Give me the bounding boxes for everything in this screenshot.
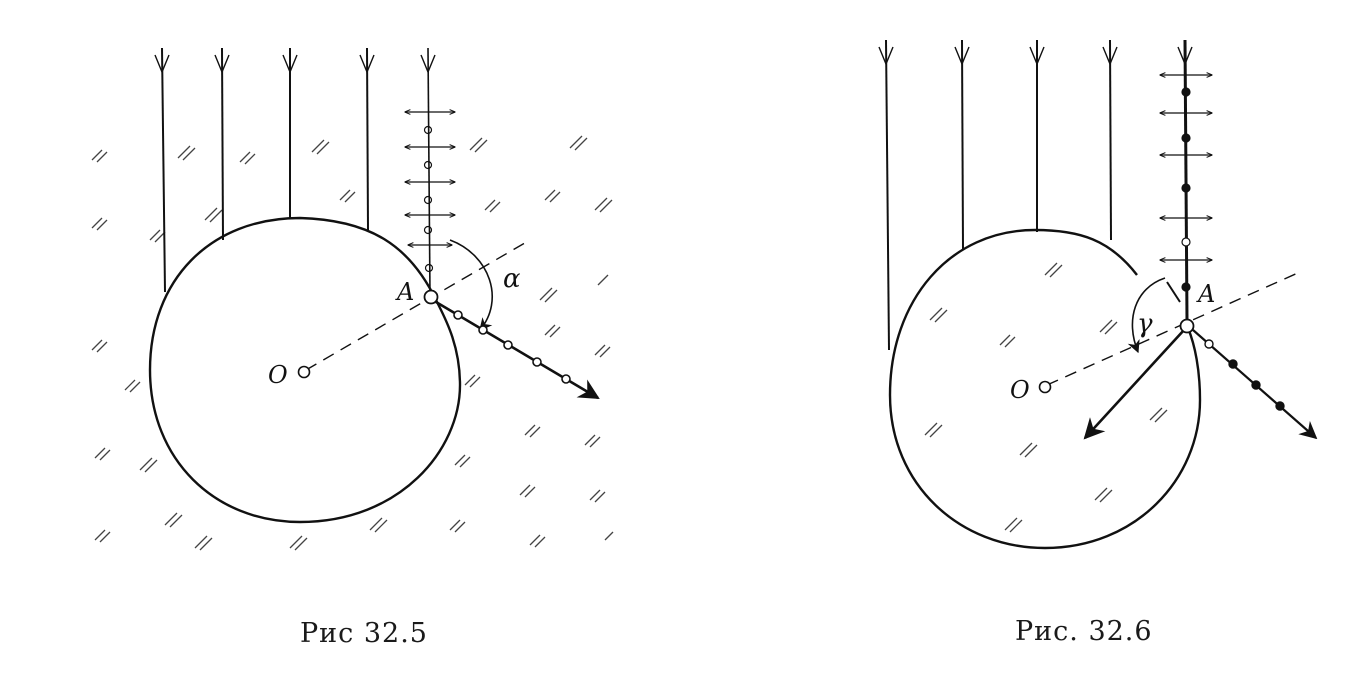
center-point: [1038, 380, 1052, 394]
reflected-ray-dots: [453, 310, 571, 384]
incident-rays: [154, 47, 436, 297]
normal-line: [1046, 271, 1301, 386]
reflected-ray: [435, 300, 600, 400]
sphere-outline: [148, 216, 462, 524]
center-label: O: [268, 361, 288, 389]
point-a: [423, 289, 439, 305]
angle-label: γ: [1137, 309, 1153, 339]
normal-line: [305, 239, 531, 371]
polarization-marks: [405, 112, 455, 273]
reflected-ray-dots: [1204, 339, 1285, 411]
sphere-hatching: [924, 262, 1168, 533]
medium-hatching: [91, 135, 614, 551]
angle-arc: [1127, 277, 1166, 354]
incident-rays: [878, 39, 1193, 351]
point-a-label: A: [395, 278, 414, 306]
polarization-marks: [1160, 75, 1212, 292]
angle-label: α: [503, 264, 521, 294]
center-point: [297, 365, 311, 379]
figure-32-6: O γ A: [878, 39, 1318, 550]
refracted-ray: [1083, 329, 1185, 440]
point-a: [1179, 318, 1195, 334]
figure-caption: Рис. 32.6: [1015, 616, 1153, 647]
angle-arc: [449, 239, 494, 331]
point-a-label: A: [1196, 280, 1215, 308]
sphere-outline: [888, 228, 1202, 550]
center-label: O: [1010, 376, 1030, 404]
figure-32-5: O A α: [91, 47, 614, 551]
figure-caption: Рис 32.5: [300, 618, 428, 649]
incidence-tick: [1166, 281, 1181, 303]
